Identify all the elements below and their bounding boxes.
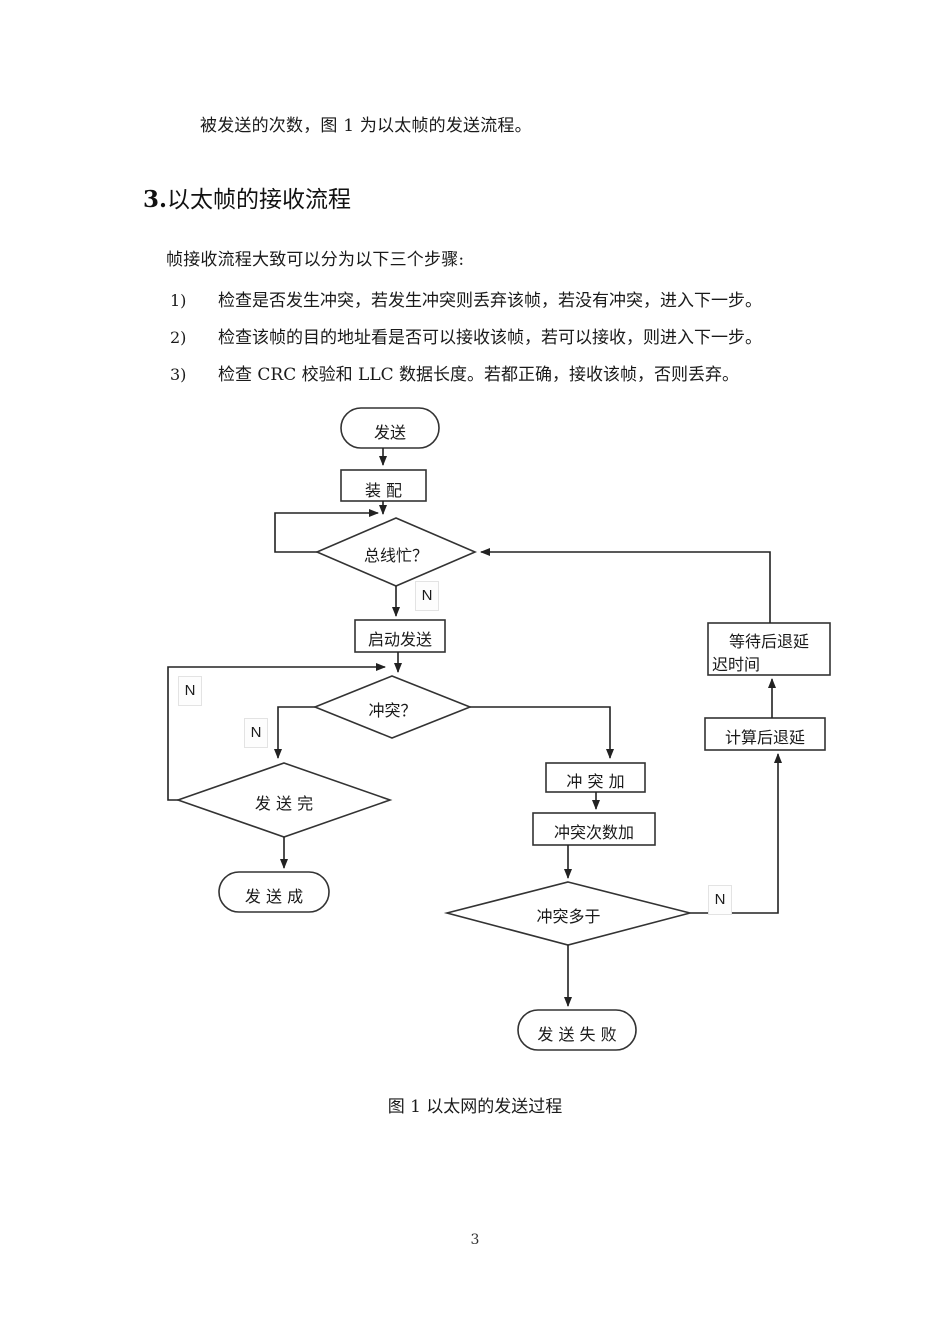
node-bus-busy-shape [314,517,478,587]
flowchart-diagram [167,407,831,1051]
branch-label-bus-busy-no: N [415,581,439,611]
node-send-fail-shape [517,1009,637,1051]
node-start-send-shape [354,619,446,653]
branch-label-collision-many-no: N [708,885,732,915]
list-item-text: 检查 CRC 校验和 LLC 数据长度。若都正确，接收该帧，否则丢弃。 [218,365,740,385]
node-collision-shape [312,675,473,739]
node-collision-many-shape [443,881,691,946]
flowchart-figure: 发送 装 配 总线忙？ 启动发送 冲突？ 发 送 完 发 送 成 冲 突 加 冲… [0,395,950,1075]
list-item-text: 检查该帧的目的地址看是否可以接收该帧，若可以接收，则进入下一步。 [218,328,762,348]
heading-number: 3. [143,186,168,213]
edge-senddone-loop [167,663,386,801]
edge-collmany-no [690,753,782,914]
list-item: 2) 检查该帧的目的地址看是否可以接收该帧，若可以接收，则进入下一步。 [170,325,762,352]
list-item: 1) 检查是否发生冲突，若发生冲突则丢弃该帧，若没有冲突，进入下一步。 [170,288,762,315]
branch-label-collision-no: N [244,718,268,748]
edge-collision-no [274,706,315,759]
node-wait-backoff-shape [707,622,831,676]
intro-paragraph: 被发送的次数，图 1 为以太帧的发送流程。 [200,116,532,136]
node-collision-add-shape [545,762,646,793]
edge-collision-yes [470,706,614,759]
edge-busbusy-loop [274,509,379,553]
branch-label-send-done-no: N [178,676,202,706]
list-marker: 1) [170,291,187,310]
node-send-success-shape [218,871,330,913]
list-marker: 3) [170,365,187,384]
list-marker: 2) [170,328,187,347]
figure-caption: 图 1 以太网的发送过程 [387,1097,563,1117]
node-assemble-shape [340,469,427,502]
node-calc-backoff-shape [704,717,826,751]
node-start-shape [340,407,440,449]
page-number: 3 [470,1232,480,1248]
node-collision-count-shape [532,812,656,846]
list-item: 3) 检查 CRC 校验和 LLC 数据长度。若都正确，接收该帧，否则丢弃。 [170,362,739,389]
node-send-done-shape [175,762,393,838]
page-heading: 3.以太帧的接收流程 [143,180,351,214]
edge-wait-to-busbusy [480,548,771,623]
list-item-text: 检查是否发生冲突，若发生冲突则丢弃该帧，若没有冲突，进入下一步。 [218,291,762,311]
lead-paragraph: 帧接收流程大致可以分为以下三个步骤: [166,250,465,270]
heading-text: 以太帧的接收流程 [167,187,352,213]
